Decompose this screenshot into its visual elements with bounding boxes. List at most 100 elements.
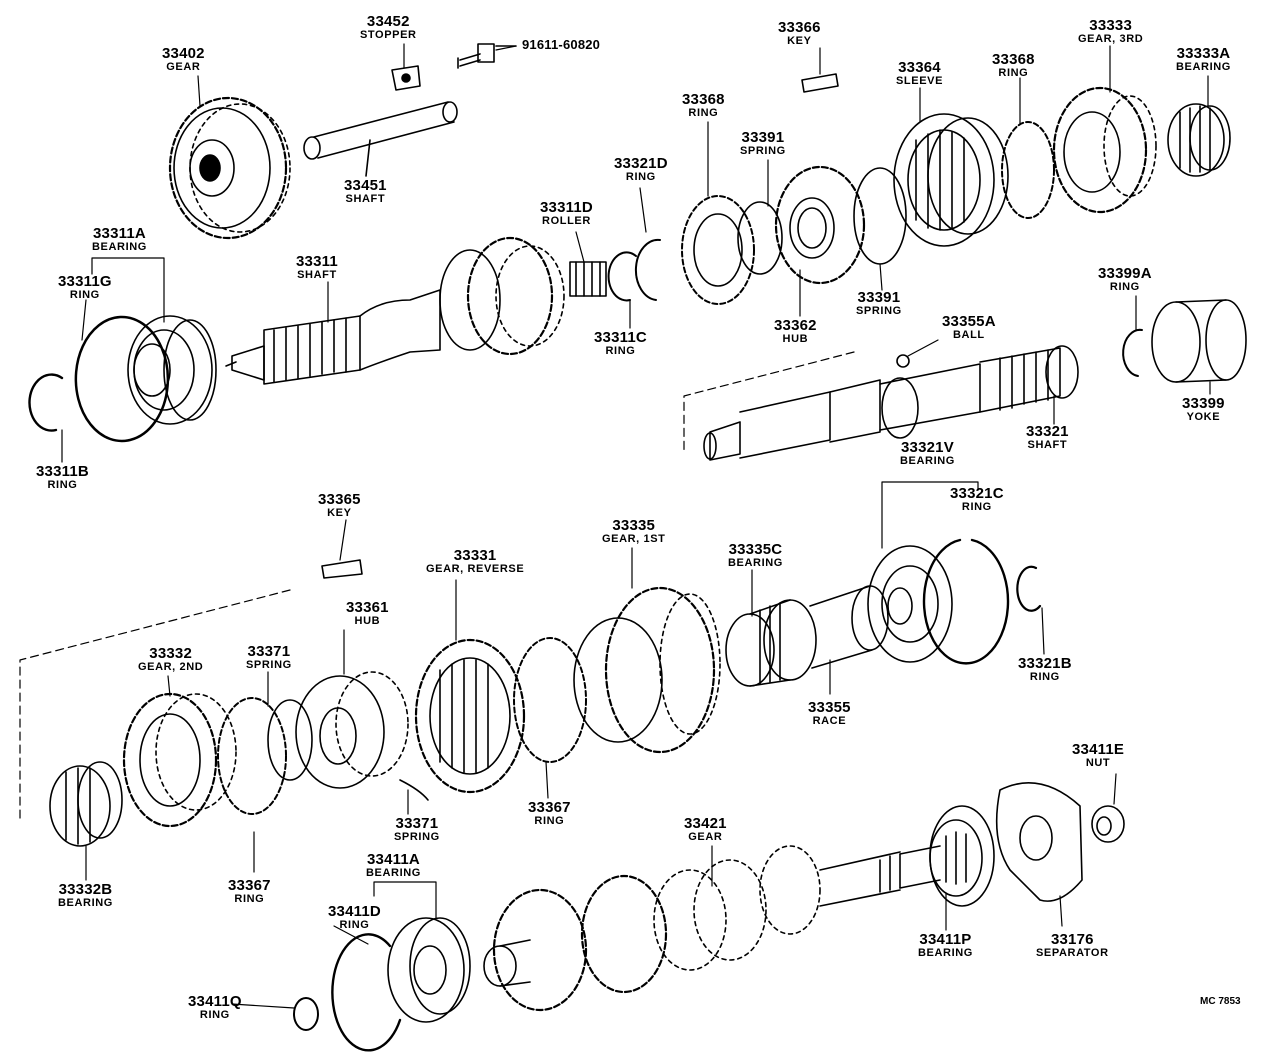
spring-33371a <box>267 699 313 781</box>
shaft-33311 <box>225 236 565 385</box>
separator-33176 <box>995 782 1083 902</box>
bearing-33411P <box>929 805 995 907</box>
roller-33311D <box>569 261 607 297</box>
label-91611-60820: 91611-60820 <box>522 37 601 52</box>
shaft-33451 <box>303 101 458 177</box>
bearing-33311A <box>127 315 217 425</box>
bearing-33333A <box>1167 103 1231 177</box>
ring-33367a <box>217 697 287 815</box>
bearing-33321V <box>867 545 953 663</box>
leader-33311A <box>91 257 165 323</box>
diagram-code: MC 7853 <box>1200 996 1241 1007</box>
bearing-33411A <box>387 917 471 1023</box>
ring-33321C <box>922 538 1010 665</box>
bolt-91611 <box>457 43 517 69</box>
sleeve-33364 <box>893 113 1009 247</box>
leader-33321V <box>881 481 979 549</box>
ring-33367b <box>513 637 587 763</box>
hub-33361 <box>295 671 409 789</box>
ball-33355A <box>896 354 910 368</box>
spring-33371b <box>399 779 429 801</box>
ring-33368b <box>1001 121 1055 219</box>
ring-33311B <box>28 373 64 432</box>
ring-33311G <box>74 315 170 443</box>
stopper-33452 <box>391 65 421 91</box>
ring-33411D <box>331 933 402 1052</box>
hub-33362 <box>774 165 866 285</box>
nut-33411E <box>1091 805 1125 843</box>
spring-33391a <box>737 201 783 275</box>
gear-33421 <box>483 845 941 1012</box>
spring-33391b <box>853 167 907 265</box>
gear-33402 <box>168 96 291 240</box>
ring-33368a <box>681 195 755 305</box>
bearing-33332B <box>49 761 123 847</box>
ring-33321D <box>634 238 661 301</box>
key-33365 <box>321 559 363 579</box>
bearing-33335C <box>725 599 817 687</box>
ring-33399A <box>1122 328 1143 377</box>
ring-33311C <box>607 251 637 302</box>
shaft-33321 <box>703 345 1079 461</box>
gear-33331 <box>414 638 526 794</box>
dashed-guide-lower <box>19 589 291 819</box>
leader-lines <box>61 43 1211 1009</box>
key-33366 <box>801 73 839 93</box>
dashed-guide-upper <box>683 351 855 453</box>
race-33355 <box>809 585 889 669</box>
yoke-33399 <box>1151 299 1247 383</box>
gear-33333 <box>1052 86 1157 214</box>
gear-33332 <box>122 692 237 828</box>
gear-33335 <box>573 586 721 754</box>
leader-33411A <box>373 881 437 919</box>
ring-33321B <box>1016 565 1042 612</box>
ring-33411Q <box>293 997 319 1031</box>
